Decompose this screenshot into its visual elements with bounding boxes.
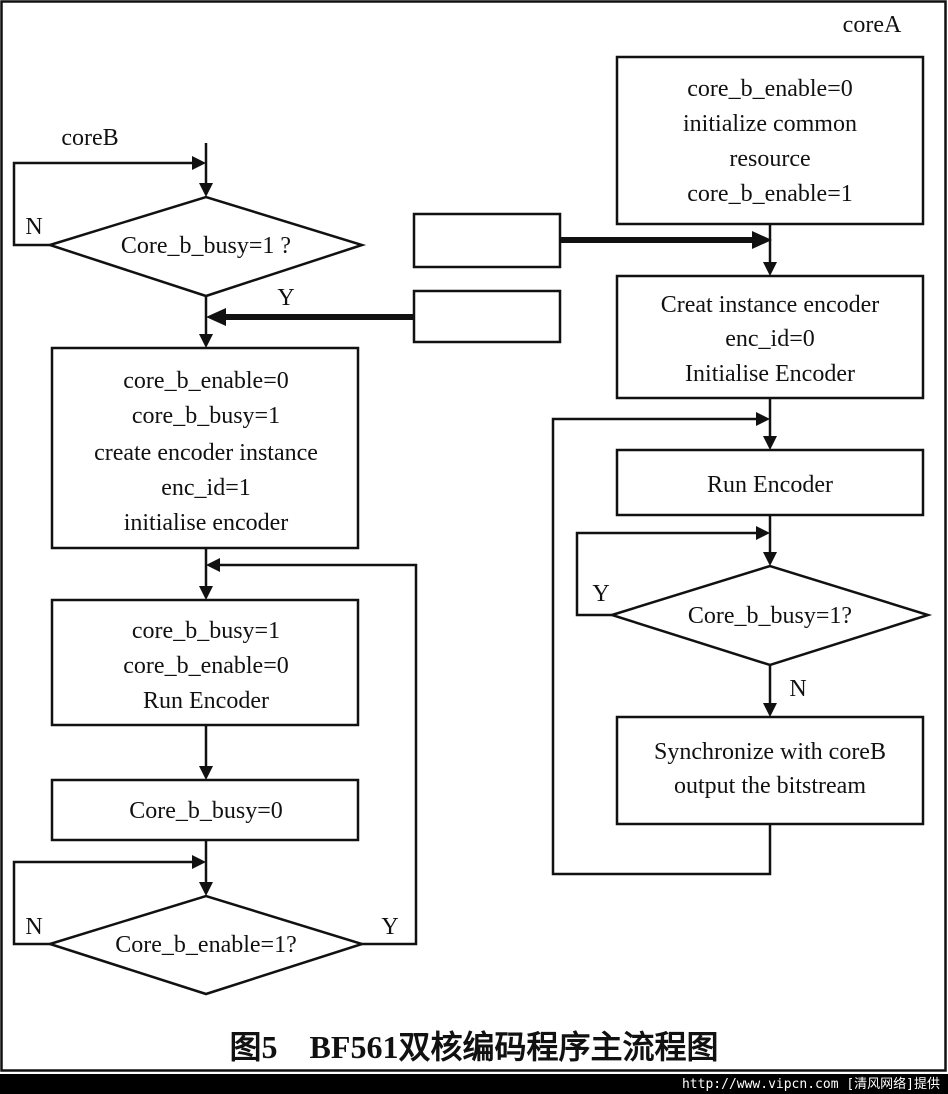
- corea-instance-line-1: Creat instance encoder: [661, 292, 880, 318]
- coreb-n-loop-bottom-arrowhead: [192, 855, 206, 869]
- coreb-n-loop-top-arrowhead: [192, 156, 206, 170]
- corea-n-arrowhead: [763, 703, 777, 717]
- corea-decision-busy-text: Core_b_busy=1?: [688, 603, 852, 629]
- coreb-branch-n-top: N: [25, 214, 42, 240]
- coreb-init-line-4: enc_id=1: [161, 475, 251, 501]
- corea-init-line-4: core_b_enable=1: [687, 181, 852, 207]
- corea-run-box: [615, 448, 925, 517]
- corea-sync-box: [615, 715, 925, 826]
- corea-init-line-3: resource: [729, 146, 810, 172]
- footer-text: http://www.vipcn.com [清风网络]提供: [682, 1076, 940, 1092]
- coreb-busy0-to-decision-arrowhead: [199, 882, 213, 896]
- coreb-init-line-3: create encoder instance: [94, 440, 318, 466]
- corea-y-loop-arrowhead: [756, 526, 770, 540]
- coreb-branch-y-bottom: Y: [381, 914, 398, 940]
- coreb-decision-busy: [45, 195, 367, 298]
- signal-box-to-corea: [412, 212, 562, 269]
- coreb-init-line-5: initialise encoder: [124, 510, 289, 536]
- coreb-busy0-text: Core_b_busy=0: [129, 798, 283, 824]
- corea-init-line-1: core_b_enable=0: [687, 76, 852, 102]
- signal-box-to-coreb: [412, 289, 562, 344]
- corea-y-loop: [575, 531, 756, 617]
- coreb-init-to-run-arrowhead: [199, 586, 213, 600]
- corea-run-to-decision-arrowhead: [763, 552, 777, 566]
- corea-branch-n: N: [789, 676, 806, 702]
- coreb-y-arrowhead: [199, 334, 213, 348]
- corea-run-text: Run Encoder: [707, 472, 833, 498]
- coreb-branch-y-top: Y: [277, 285, 294, 311]
- corea-instance-line-2: enc_id=0: [725, 326, 815, 352]
- corea-branch-y: Y: [592, 581, 609, 607]
- outer-frame: [0, 0, 947, 1072]
- figure-caption: 图5 BF561双核编码程序主流程图: [230, 1029, 719, 1065]
- core-b-label: coreB: [61, 125, 118, 151]
- coreb-decision-busy-text: Core_b_busy=1 ?: [121, 233, 291, 259]
- coreb-branch-n-bottom: N: [25, 914, 42, 940]
- corea-instance-line-3: Initialise Encoder: [685, 361, 855, 387]
- coreb-run-to-busy0-arrowhead: [199, 766, 213, 780]
- coreb-init-line-2: core_b_busy=1: [132, 403, 280, 429]
- signal-to-corea-arrowhead: [752, 231, 772, 249]
- coreb-entry-arrowhead: [199, 183, 213, 197]
- corea-init-line-2: initialize common: [683, 111, 857, 137]
- core-a-label: coreA: [843, 12, 902, 38]
- coreb-init-box: [50, 346, 360, 550]
- coreb-n-loop-top: [12, 161, 192, 247]
- corea-init-to-instance-arrowhead: [763, 262, 777, 276]
- corea-sync-line-1: Synchronize with coreB: [654, 739, 886, 765]
- signal-to-coreb-arrowhead: [206, 308, 226, 326]
- coreb-run-line-2: core_b_enable=0: [123, 653, 288, 679]
- corea-decision-busy: [607, 564, 933, 667]
- corea-instance-to-run-arrowhead: [763, 436, 777, 450]
- corea-main-loop-arrowhead: [756, 412, 770, 426]
- coreb-run-line-3: Run Encoder: [143, 688, 269, 714]
- coreb-y-loop-bottom-arrowhead: [206, 558, 220, 572]
- footer-bar: [0, 1074, 948, 1094]
- coreb-y-loop-bottom: [220, 563, 418, 946]
- coreb-n-loop-bottom: [12, 860, 192, 946]
- corea-sync-line-2: output the bitstream: [674, 773, 866, 799]
- coreb-run-box: [50, 598, 360, 727]
- corea-main-loop: [551, 417, 772, 876]
- coreb-busy0-box: [50, 778, 360, 842]
- coreb-run-line-1: core_b_busy=1: [132, 618, 280, 644]
- coreb-init-line-1: core_b_enable=0: [123, 368, 288, 394]
- coreb-decision-enable-text: Core_b_enable=1?: [115, 932, 296, 958]
